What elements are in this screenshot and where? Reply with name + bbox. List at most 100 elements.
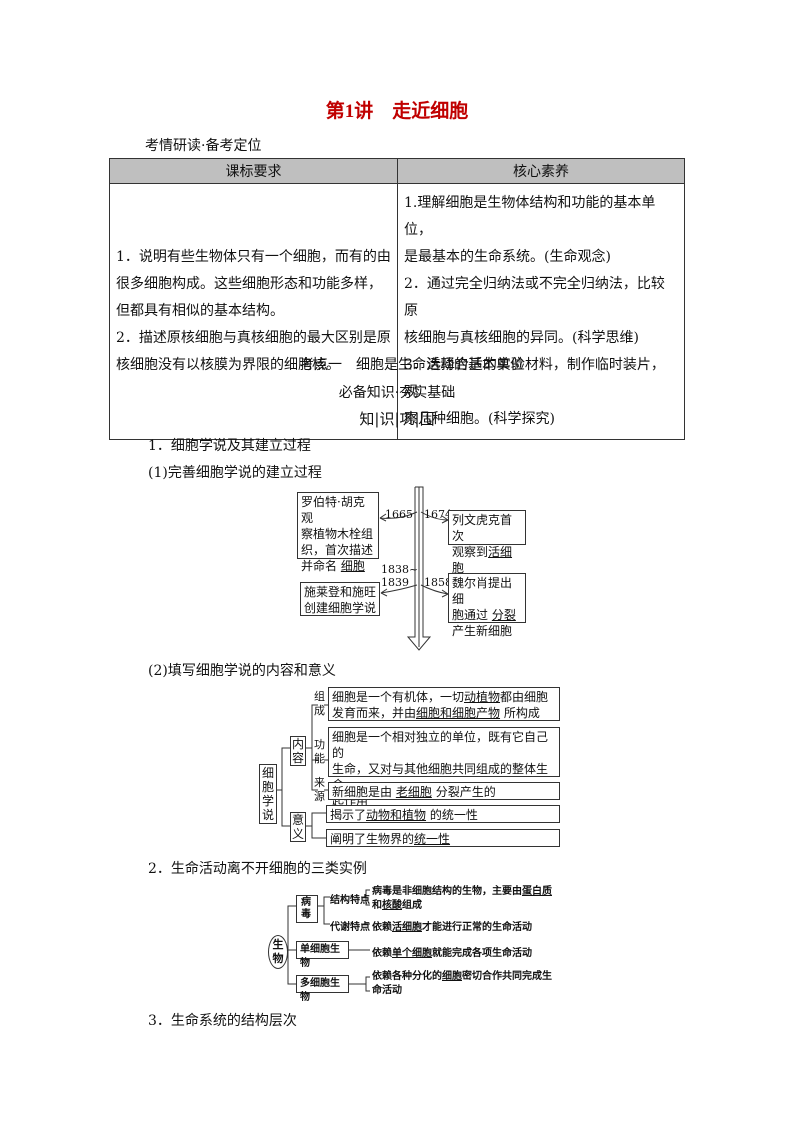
box-line: 察植物木栓组 <box>301 527 374 541</box>
answer-text: 活细胞 <box>392 922 422 933</box>
box-line: 产生新细胞 <box>452 624 513 638</box>
box-text: 的统一性 <box>429 808 478 822</box>
table-line: 但都具有相似的基本结构。 <box>116 303 284 319</box>
examples-brackets <box>287 889 370 992</box>
zucheng-label: 组成 <box>314 690 325 717</box>
bibei-heading: 必备知识·夯实基础 <box>338 385 456 401</box>
table-header: 课标要求 <box>109 158 398 184</box>
year-label: 1838~ <box>381 563 419 576</box>
table-line: 3．选择合适的实验材料，制作临时装片，观 <box>404 357 665 400</box>
yiyi-box-2: 阐明了生物界的统一性 <box>326 829 560 847</box>
box-text: 就能完成各项生命活动 <box>432 948 532 959</box>
answer-text: 核酸 <box>382 900 402 911</box>
box-text: 所构成 <box>503 706 540 720</box>
heading-1a: (1)完善细胞学说的建立过程 <box>148 465 322 481</box>
box-line: 观察到 <box>452 545 489 559</box>
multi-cell-box: 多细胞生物 <box>296 975 349 1003</box>
box-line: 罗伯特·胡克观 <box>301 495 365 525</box>
struct-text: 病毒是非细胞结构的生物，主要由蛋白质 和核酸组成 <box>372 885 552 913</box>
answer-text: 活细胞 <box>452 545 513 575</box>
answer-text: 细胞 <box>442 971 462 982</box>
leeuwenhoek-box: 列文虎克首次 观察到活细胞 <box>448 510 526 575</box>
standards-table: 课标要求 核心素养 1．说明有些生物体只有一个细胞，而有的由 很多细胞构成。这些… <box>109 158 685 440</box>
answer-text: 单个细胞 <box>392 948 432 959</box>
page-title: 第1讲 走近细胞 <box>325 101 469 122</box>
box-text: 病毒是非细胞结构的生物，主要由 <box>372 886 522 897</box>
box-text: 才能进行正常的生命活动 <box>422 922 532 933</box>
table-line: 1.理解细胞是生物体结构和功能的基本单位， <box>404 195 656 238</box>
schleiden-box: 施莱登和施旺 创建细胞学说 <box>300 582 380 616</box>
multi-text: 依赖各种分化的细胞密切合作共同完成生 命活动 <box>372 970 552 998</box>
answer-text: 细胞 <box>340 559 365 573</box>
box-line: 胞通过 <box>452 608 489 622</box>
single-cell-box: 单细胞生物 <box>296 941 349 969</box>
box-text: 阐明了生物界的 <box>330 832 415 846</box>
table-line: 是最基本的生命系统。(生命观念) <box>404 249 611 265</box>
section-heading: 考情研读·备考定位 <box>145 138 262 154</box>
year-label: 1858 <box>424 576 452 589</box>
heading-2: 2．生命活动离不开细胞的三类实例 <box>148 861 367 877</box>
answer-text: 细胞和细胞产物 <box>416 706 501 720</box>
answer-text: 动植物 <box>464 690 501 704</box>
kaodian-heading: 考点一 细胞是生命活动的基本单位 <box>300 357 524 373</box>
zhishi-heading: 知|识|巩|固 <box>359 410 435 428</box>
virchow-box: 魏尔肖提出细 胞通过 分裂 产生新细胞 <box>448 573 526 638</box>
box-text: 依赖各种分化的 <box>372 971 442 982</box>
box-line: 魏尔肖提出细 <box>452 576 513 606</box>
table-line: 2．通过完全归纳法或不完全归纳法，比较原 <box>404 276 665 319</box>
table-line: 1．说明有些生物体只有一个细胞，而有的由 <box>116 249 391 265</box>
box-text: 新细胞是由 <box>332 785 393 799</box>
heading-1b: (2)填写细胞学说的内容和意义 <box>148 663 336 679</box>
table-line: 核细胞与真核细胞的异同。(科学思维) <box>404 330 639 346</box>
laiyuan-box: 新细胞是由 老细胞 分裂产生的 <box>328 782 560 800</box>
box-text: 分裂产生的 <box>435 785 496 799</box>
box-line: 细胞是一个相对独立的单位，既有它自己的 <box>332 730 549 760</box>
neirong-box: 内容 <box>290 736 306 766</box>
box-text: 发育而来，并由 <box>332 706 417 720</box>
gongneng-box: 细胞是一个相对独立的单位，既有它自己的 生命，又对与其他细胞共同组成的整体生命 … <box>328 727 560 808</box>
heading-1: 1．细胞学说及其建立过程 <box>148 438 311 454</box>
box-text: 组成 <box>402 900 422 911</box>
single-text: 依赖单个细胞就能完成各项生命活动 <box>372 944 532 959</box>
answer-text: 分裂 <box>491 608 516 622</box>
table-line: 核细胞没有以核膜为界限的细胞核。 <box>116 357 340 373</box>
answer-text: 统一性 <box>414 832 451 846</box>
year-label: 1674 <box>424 508 452 521</box>
timeline-arrow <box>406 486 432 651</box>
box-text: 命活动 <box>372 985 402 996</box>
answer-text: 蛋白质 <box>522 886 552 897</box>
year-label: 1839 <box>381 576 409 589</box>
table-cell-literacy: 1.理解细胞是生物体结构和功能的基本单位， 是最基本的生命系统。(生命观念) 2… <box>397 183 685 440</box>
theory-brackets <box>276 704 328 839</box>
struct-label: 结构特点 <box>330 895 370 906</box>
yiyi-box: 意义 <box>290 812 306 842</box>
box-text: 细胞是一个有机体，一切 <box>332 690 465 704</box>
heading-3: 3．生命系统的结构层次 <box>148 1013 297 1029</box>
meta-label: 代谢特点 <box>330 922 370 933</box>
virus-box: 病毒 <box>296 895 318 923</box>
table-line: 2．描述原核细胞与真核细胞的最大区别是原 <box>116 330 391 346</box>
box-line: 织，首次描述 <box>301 543 374 557</box>
answer-text: 动物和植物 <box>366 808 427 822</box>
box-line: 列文虎克首次 <box>452 513 513 543</box>
answer-text: 老细胞 <box>395 785 432 799</box>
box-text: 都由细胞 <box>500 690 549 704</box>
hooke-box: 罗伯特·胡克观 察植物木栓组 织，首次描述 并命名 细胞 <box>297 492 379 573</box>
box-text: 依赖 <box>372 948 392 959</box>
theory-root-box: 细胞学说 <box>259 764 277 824</box>
box-line: 施莱登和施旺 <box>304 585 377 599</box>
meta-text: 依赖活细胞才能进行正常的生命活动 <box>372 918 532 933</box>
table-line: 很多细胞构成。这些细胞形态和功能多样， <box>116 276 382 292</box>
box-line: 创建细胞学说 <box>304 601 377 615</box>
box-text: 揭示了 <box>330 808 367 822</box>
laiyuan-label: 来源 <box>314 776 325 803</box>
table-cell-standards: 1．说明有些生物体只有一个细胞，而有的由 很多细胞构成。这些细胞形态和功能多样，… <box>109 183 398 440</box>
zucheng-box: 细胞是一个有机体，一切动植物都由细胞 发育而来，并由细胞和细胞产物 所构成 <box>328 687 560 721</box>
table-line: 察几种细胞。(科学探究) <box>404 411 555 427</box>
box-text: 密切合作共同完成生 <box>462 971 552 982</box>
gongneng-label: 功能 <box>314 738 325 765</box>
yiyi-box-1: 揭示了动物和植物 的统一性 <box>326 805 560 823</box>
table-header: 核心素养 <box>397 158 685 184</box>
box-text: 和 <box>372 900 382 911</box>
